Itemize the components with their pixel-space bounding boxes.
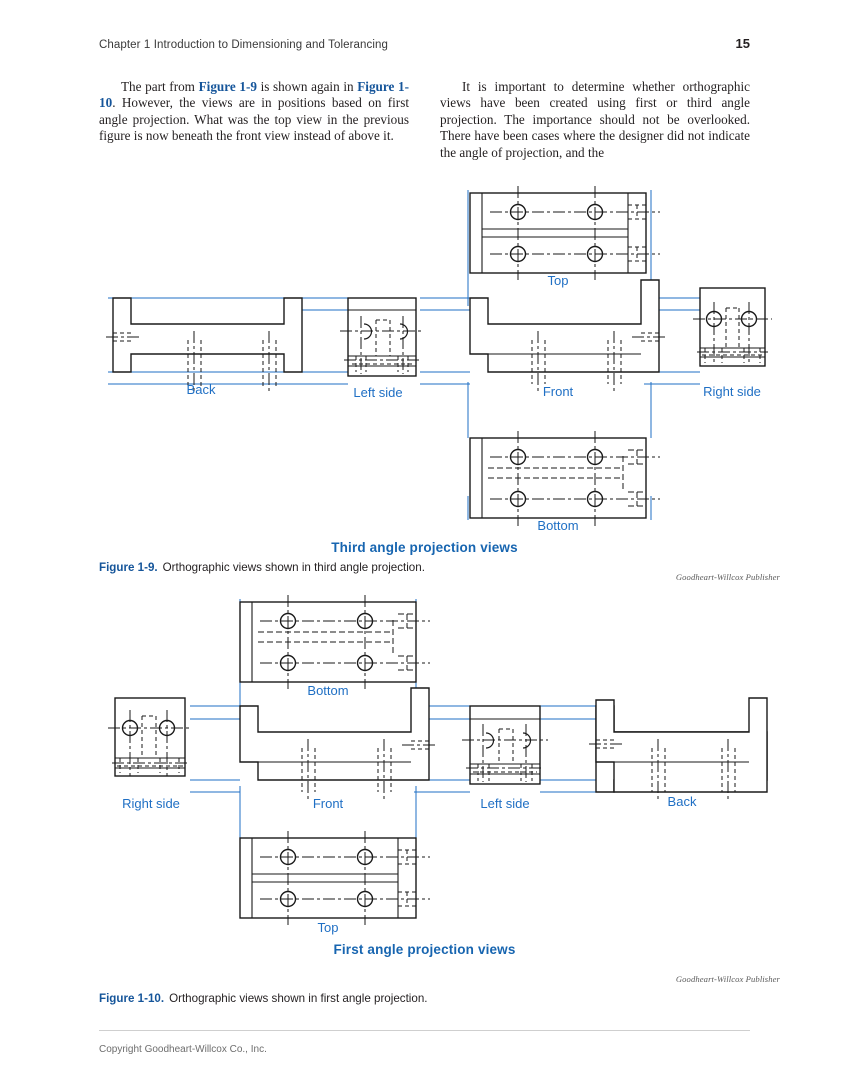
view-label-left-side-2: Left side (480, 796, 529, 811)
view-front: Front (469, 279, 668, 399)
view-back-first-angle: Back (589, 697, 768, 809)
figure-1-9-caption: Figure 1-9. Orthographic views shown in t… (99, 561, 425, 574)
figure-1-10-title: First angle projection views (333, 942, 516, 957)
lead-in-text: The part from (121, 79, 199, 94)
figure-1-10-caption-text: Orthographic views shown in first angle … (169, 992, 428, 1005)
view-bottom-first-angle: Bottom (239, 595, 430, 698)
view-label-right-side-2: Right side (122, 796, 180, 811)
view-label-left-side: Left side (353, 385, 402, 400)
remaining-text: . However, the views are in positions ba… (99, 95, 409, 144)
first-angle-projection-drawing: Bottom (108, 595, 768, 935)
mid-text: is shown again in (256, 79, 358, 94)
view-left-side-first-angle: Left side (462, 705, 548, 811)
view-back: Back (106, 297, 303, 397)
view-label-front-2: Front (313, 796, 344, 811)
view-front-first-angle: Front (239, 687, 438, 811)
figure-1-9-caption-label: Figure 1-9. (99, 561, 158, 574)
figure-1-10-caption-label: Figure 1-10. (99, 992, 165, 1005)
view-top: Top (469, 186, 660, 288)
view-label-front: Front (543, 384, 574, 399)
right-column-paragraph: It is important to determine whether ort… (440, 79, 750, 160)
figure-reference-1-9[interactable]: Figure 1-9 (198, 79, 257, 94)
view-label-back-2: Back (668, 794, 697, 809)
view-left-side: Left side (340, 297, 424, 400)
view-label-right-side: Right side (703, 384, 761, 399)
view-bottom: Bottom (469, 431, 660, 533)
figure-1-10-block: Bottom (0, 588, 849, 1005)
figure-1-9-drawing: Top (0, 176, 849, 536)
view-top-first-angle: Top (239, 831, 430, 935)
left-column: The part from Figure 1-9 is shown again … (99, 79, 409, 161)
view-right-side: Right side (693, 287, 772, 399)
figure-1-9-block: Top (0, 176, 849, 582)
body-columns: The part from Figure 1-9 is shown again … (99, 79, 750, 161)
footer-divider (99, 1030, 750, 1031)
running-head: Chapter 1 Introduction to Dimensioning a… (99, 36, 750, 51)
figure-reference-1-10[interactable]: Figure 1-10 (99, 79, 409, 111)
page-number: 15 (735, 36, 750, 51)
left-column-paragraph: The part from Figure 1-9 is shown again … (99, 79, 409, 145)
right-column: It is important to determine whether ort… (440, 79, 750, 161)
view-label-bottom: Bottom (537, 518, 578, 533)
figure-1-9-caption-text: Orthographic views shown in third angle … (162, 561, 425, 574)
figure-1-10-caption: Figure 1-10. Orthographic views shown in … (99, 992, 428, 1005)
figure-1-9-credit: Goodheart-Willcox Publisher (675, 572, 780, 582)
view-label-top-2: Top (318, 920, 339, 935)
figure-1-10-drawing: Bottom (0, 588, 849, 938)
view-label-bottom-2: Bottom (307, 683, 348, 698)
view-right-side-first-angle: Right side (108, 697, 192, 811)
view-label-top: Top (548, 273, 569, 288)
figure-1-10-credit: Goodheart-Willcox Publisher (675, 974, 780, 984)
chapter-title: Chapter 1 Introduction to Dimensioning a… (99, 39, 389, 51)
view-label-back: Back (187, 382, 216, 397)
third-angle-projection-drawing: Top (106, 186, 772, 533)
figure-1-9-title: Third angle projection views (331, 540, 518, 555)
copyright-notice: Copyright Goodheart-Willcox Co., Inc. (99, 1044, 267, 1055)
